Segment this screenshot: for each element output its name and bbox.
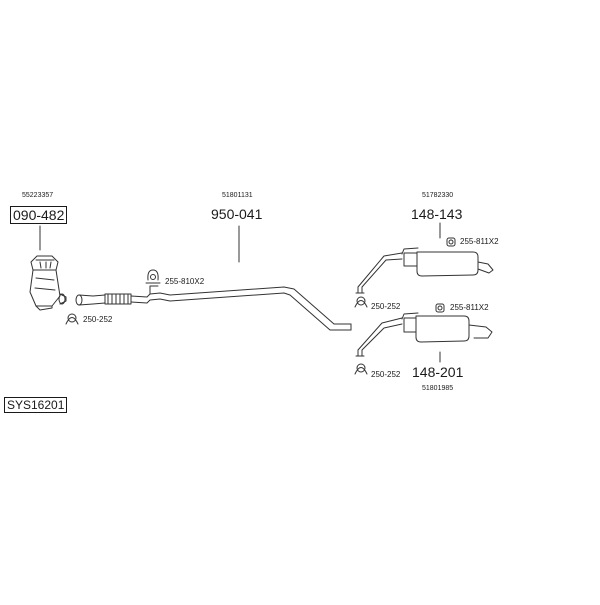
system-code-label: SYS16201 [4,397,68,413]
accessory-label[interactable]: 250-252 [83,315,113,324]
rear-silencer-upper-icon [355,247,494,294]
oem-number-label: 51801131 [222,192,253,199]
clamp-icon [354,296,368,308]
part-number-label[interactable]: 950-041 [211,206,263,222]
gasket-icon [435,303,445,313]
oem-number-label: 51801985 [422,385,454,392]
accessory-label[interactable]: 255-811X2 [460,237,499,246]
oem-number-label: 55223357 [22,192,54,199]
part-number-label[interactable]: 090-482 [10,206,68,224]
front-pipe-icon [75,285,352,331]
accessory-label[interactable]: 255-811X2 [450,303,489,312]
clamp-icon [354,363,368,375]
accessory-label[interactable]: 250-252 [371,302,401,311]
clamp-icon [65,313,79,325]
accessory-label[interactable]: 255-810X2 [165,277,205,286]
gasket-icon [446,237,456,247]
rear-silencer-lower-icon [355,312,493,357]
accessory-label[interactable]: 250-252 [371,370,401,379]
part-number-label[interactable]: 148-143 [411,206,463,222]
oem-number-label: 51782330 [422,192,454,199]
catalytic-converter-icon [29,255,67,311]
part-number-label[interactable]: 148-201 [412,364,464,380]
gasket-icon [145,269,161,284]
